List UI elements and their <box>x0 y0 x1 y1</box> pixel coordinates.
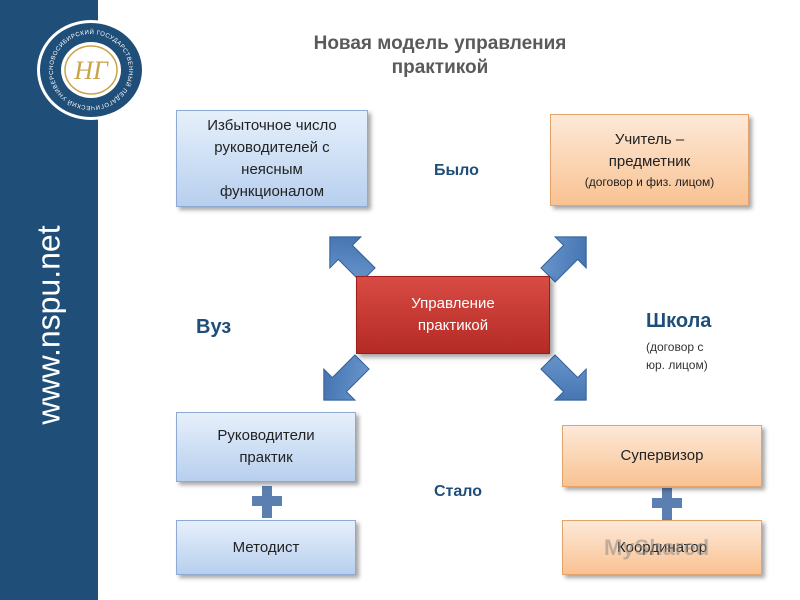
box-subject-teacher: Учитель – предметник (договор и физ. лиц… <box>550 114 749 206</box>
page-title: Новая модель управления практикой <box>260 32 620 80</box>
label-before: Было <box>434 162 479 179</box>
logo-monogram: НГ <box>73 56 109 85</box>
university-logo: НОВОСИБИРСКИЙ ГОСУДАРСТВЕННЫЙ ПЕДАГОГИЧЕ… <box>37 20 145 120</box>
arrow-to-top-left <box>329 236 376 283</box>
box-excess-managers: Избыточное число руководителей с неясным… <box>176 110 368 207</box>
label-after: Стало <box>434 483 483 500</box>
arrow-to-bottom-right <box>540 354 587 401</box>
watermark: MyShared <box>604 535 710 560</box>
plus-icon-right <box>652 488 682 520</box>
school-note: (договор с юр. лицом) <box>646 340 708 372</box>
box-methodist: Методист <box>176 520 356 575</box>
box-supervisor: Супервизор <box>562 425 762 487</box>
title-line-1: Новая модель управления <box>313 33 567 54</box>
label-school: Школа <box>646 310 712 332</box>
label-university: Вуз <box>196 316 232 338</box>
arrow-to-top-right <box>540 236 587 283</box>
box-coordinator: Координатор <box>562 520 762 575</box>
box-practice-management: Управление практикой <box>356 276 550 354</box>
box-practice-leaders: Руководители практик <box>176 412 356 482</box>
title-line-2: практикой <box>391 57 489 78</box>
arrow-to-bottom-left <box>323 354 370 401</box>
plus-icon-left <box>252 486 282 518</box>
